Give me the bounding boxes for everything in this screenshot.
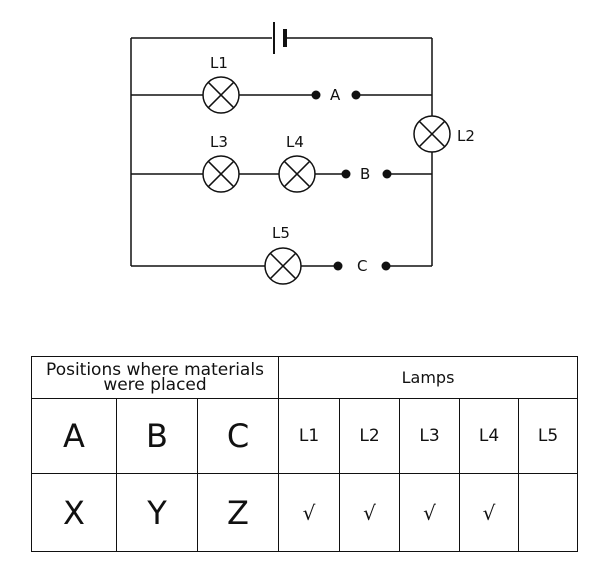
header-lamps: Lamps [277, 356, 579, 399]
lamp-name-cell: L4 [459, 398, 519, 474]
lamp-L4-icon [278, 155, 316, 193]
lamp-label-L4: L4 [286, 133, 304, 151]
lamp-lit-cell: √ [339, 473, 400, 552]
battery-icon [273, 22, 287, 54]
circuit-wires [130, 37, 433, 267]
lamp-lit-cell: √ [459, 473, 519, 552]
position-cell: B [116, 398, 198, 474]
header-positions: Positions where materials were placed [31, 356, 279, 399]
label-row: A B C L1 L2 L3 L4 L5 [31, 398, 579, 474]
position-cell: A [31, 398, 117, 474]
lamp-label-L5: L5 [272, 224, 290, 242]
lamp-lit-cell [517, 473, 579, 552]
lamp-name-cell: L3 [399, 398, 460, 474]
lamp-name-cell: L2 [339, 398, 400, 474]
lamp-L5-icon [264, 247, 302, 285]
terminals [311, 90, 392, 271]
lamp-label-L1: L1 [210, 54, 228, 72]
gap-label-A: A [330, 86, 341, 104]
header-row: Positions where materials were placed La… [31, 356, 579, 399]
lamp-L3-icon [202, 155, 240, 193]
lamp-label-L2: L2 [457, 127, 475, 145]
lamp-L2-icon [413, 115, 451, 153]
gap-label-B: B [360, 165, 370, 183]
results-table: Positions where materials were placed La… [31, 356, 579, 552]
material-row: X Y Z √ √ √ √ [31, 473, 579, 552]
lamp-lit-cell: √ [399, 473, 460, 552]
material-cell: Y [116, 473, 198, 552]
lamp-name-cell: L5 [517, 398, 579, 474]
lamp-lit-cell: √ [278, 473, 340, 552]
material-cell: X [31, 473, 117, 552]
lamp-name-cell: L1 [278, 398, 340, 474]
position-cell: C [197, 398, 279, 474]
circuit-diagram: L1 L3 L4 L5 L2 A B C [130, 22, 475, 285]
lamp-label-L3: L3 [210, 133, 228, 151]
material-cell: Z [197, 473, 279, 552]
lamp-L1-icon [202, 76, 240, 114]
gap-label-C: C [357, 257, 367, 275]
